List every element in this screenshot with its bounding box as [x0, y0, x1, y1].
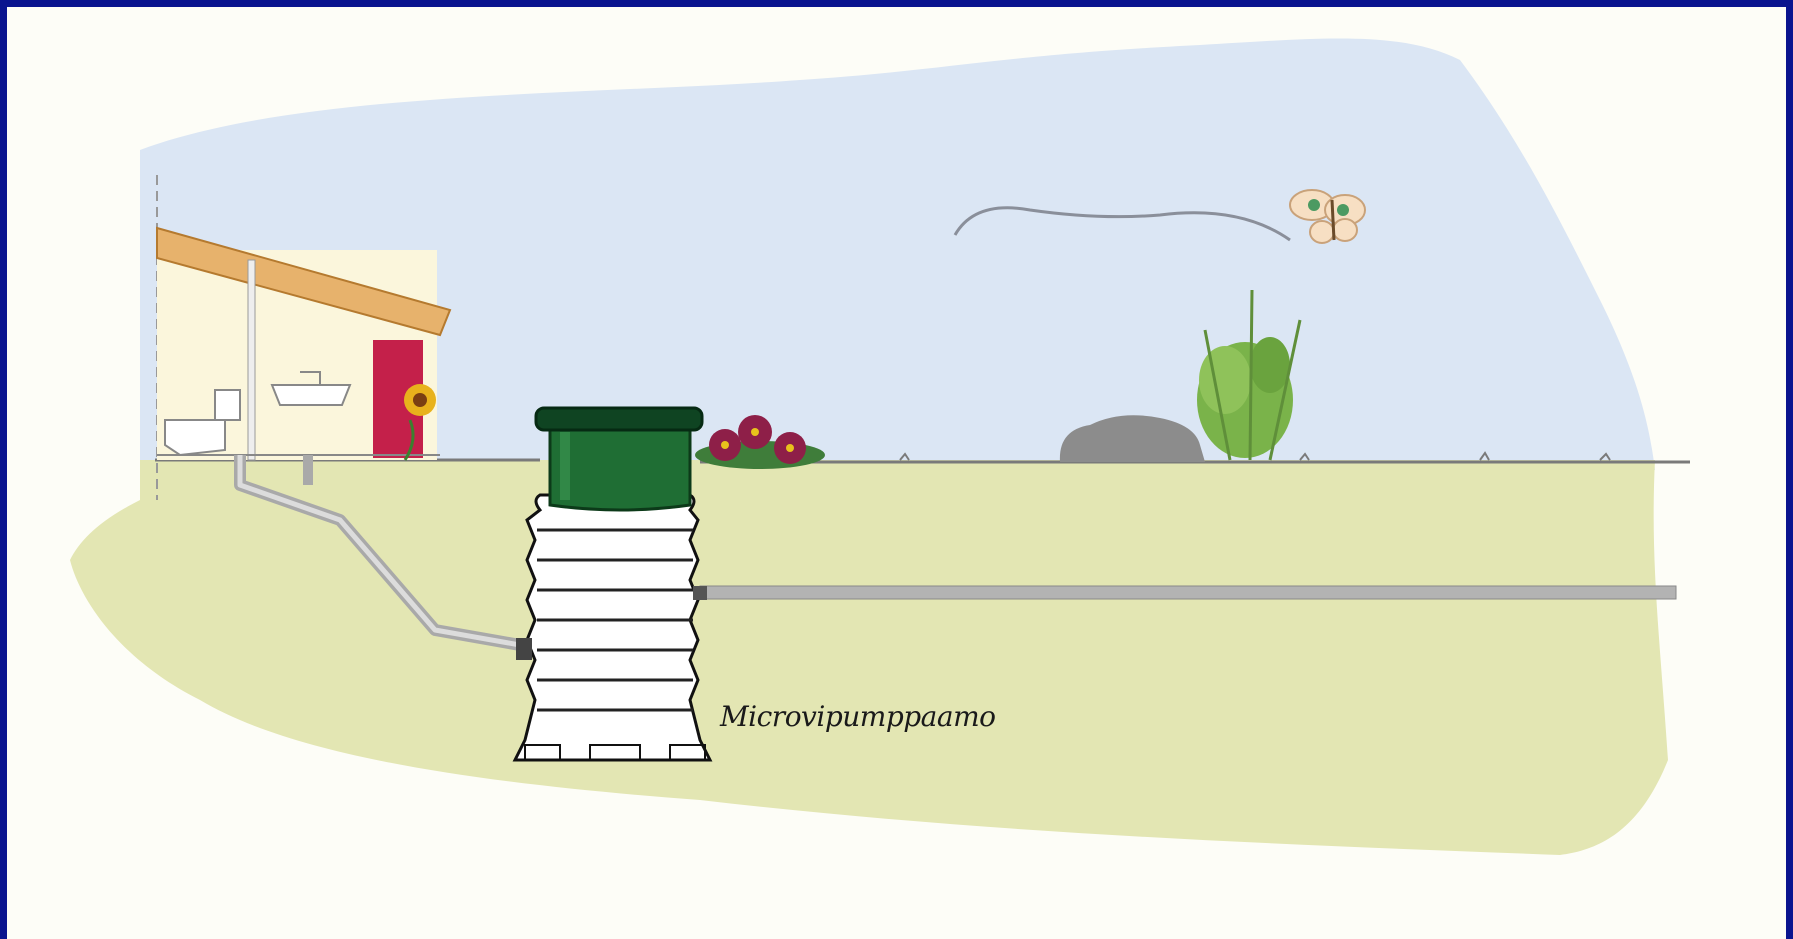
tank-lid-cap	[536, 408, 702, 430]
tank-body	[515, 495, 710, 760]
tank-outlet-connector	[693, 586, 707, 600]
tank-label: Microvipumppaamo	[719, 700, 995, 733]
tank-lid	[550, 425, 690, 510]
ground-cross-section	[70, 460, 1668, 855]
outlet-pressure-pipe	[700, 586, 1676, 599]
tank-inlet-connector	[516, 638, 532, 660]
house-vent-pipe	[248, 260, 255, 460]
sink	[272, 385, 350, 405]
